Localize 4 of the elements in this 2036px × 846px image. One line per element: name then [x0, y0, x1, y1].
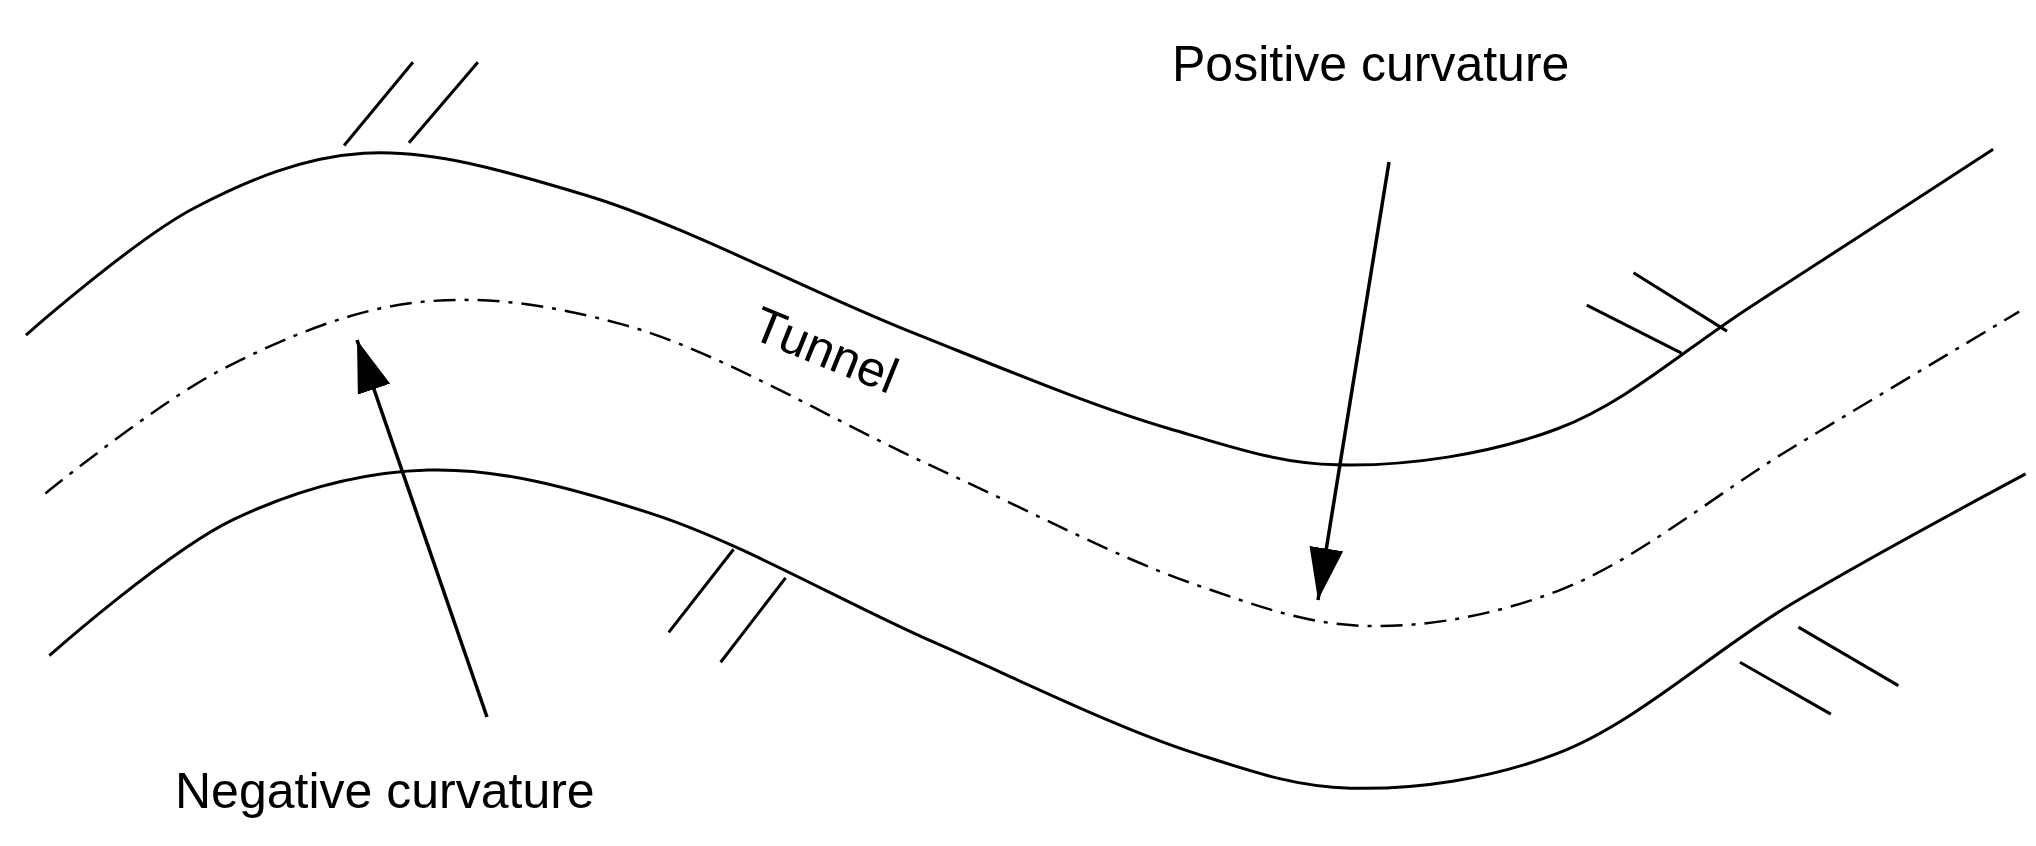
arrow	[1309, 161, 1391, 601]
curvature-label: Negative curvature	[175, 717, 595, 820]
arrow	[355, 339, 489, 718]
curvature-label: Positive curvature	[1172, 35, 1570, 162]
